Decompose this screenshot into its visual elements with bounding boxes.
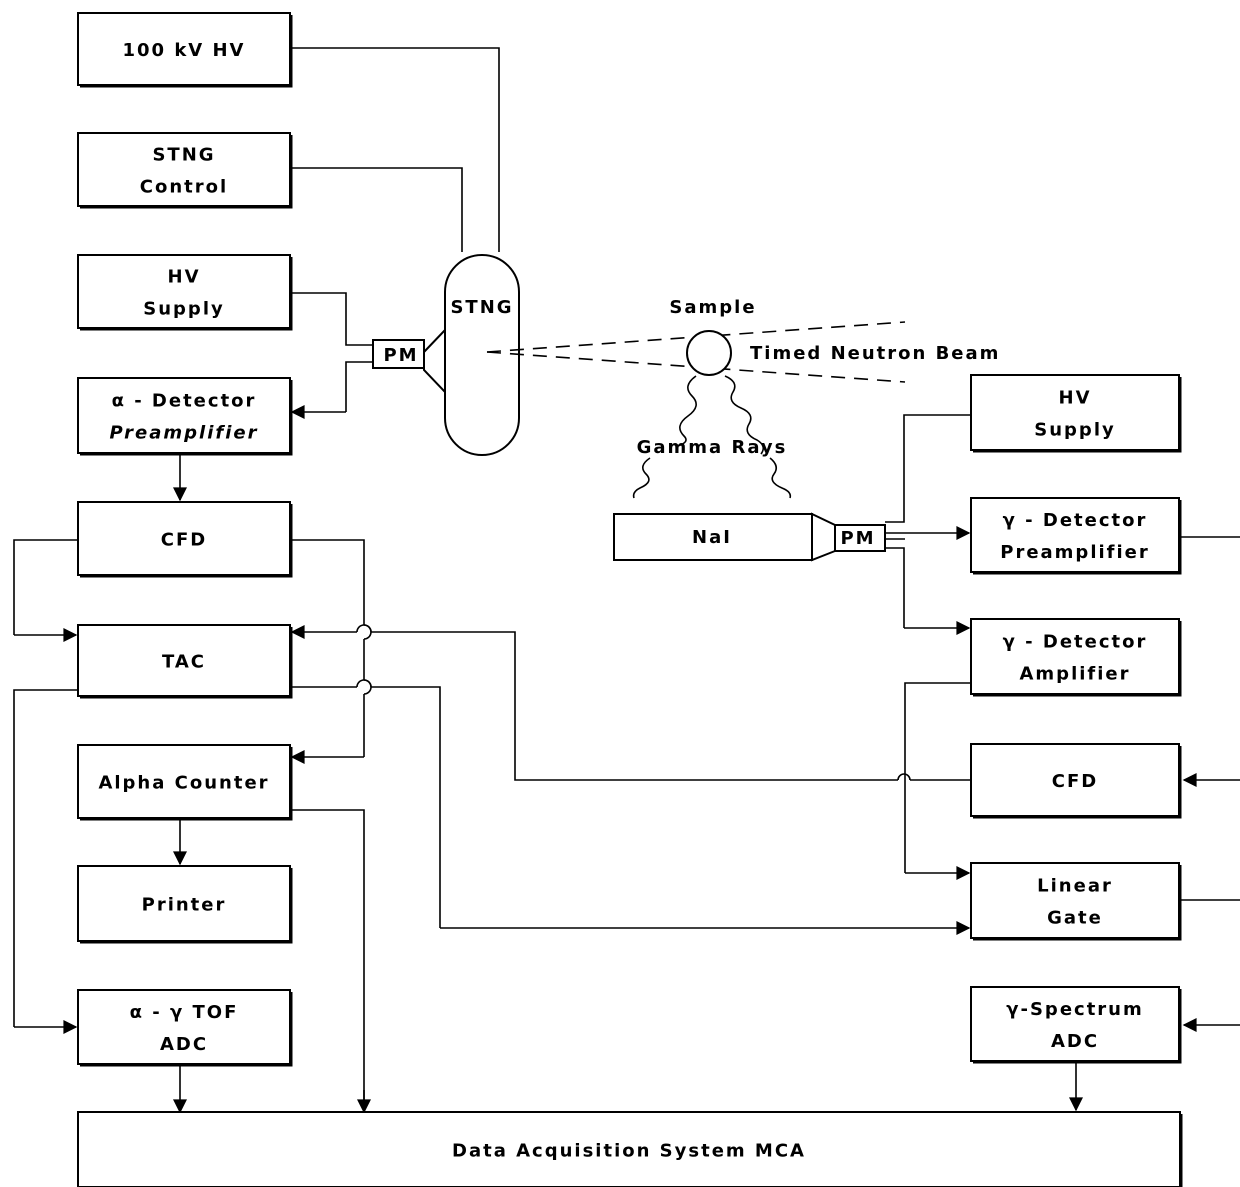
pm-tube-left: PM: [372, 327, 446, 395]
block-tac: TAC: [77, 624, 293, 699]
block-cfd-left: CFD: [77, 501, 293, 578]
pm-right-label: PM: [840, 528, 875, 549]
sample-label: Sample: [669, 297, 756, 318]
block-cfd-right: CFD: [970, 743, 1182, 819]
block-alpha-counter: Alpha Counter: [77, 744, 293, 821]
nai-label: NaI: [692, 527, 732, 548]
wires: [13, 47, 1240, 1114]
block-daq-line-1: Data Acquisition System MCA: [452, 1141, 806, 1162]
stng-generator: STNG: [444, 254, 520, 456]
block-alpha-preamp-line-1: α - Detector: [112, 391, 257, 412]
block-stng-control: STNG Control: [77, 132, 293, 209]
block-stng-control-line-1: STNG: [152, 145, 215, 166]
block-hv-supply-right-line-2: Supply: [1034, 420, 1115, 441]
block-alpha-counter-line-1: Alpha Counter: [98, 773, 269, 794]
block-cfd-left-line-1: CFD: [161, 530, 207, 551]
block-tof-adc-line-2: ADC: [160, 1034, 208, 1055]
block-gamma-preamp-line-1: γ - Detector: [1003, 510, 1148, 531]
block-printer-line-1: Printer: [142, 895, 227, 916]
block-linear-gate-line-1: Linear: [1037, 876, 1113, 897]
block-gamma-preamp-line-2: Preamplifier: [1000, 542, 1150, 563]
block-gamma-adc-line-2: ADC: [1051, 1031, 1099, 1052]
block-hv-supply-left: HV Supply: [77, 254, 293, 331]
block-tof-adc: α - γ TOF ADC: [77, 989, 293, 1067]
block-hv100: 100 kV HV: [77, 12, 293, 88]
neutron-beam: Timed Neutron Beam: [486, 321, 1000, 383]
block-daq: Data Acquisition System MCA: [77, 1111, 1183, 1187]
block-tof-adc-line-1: α - γ TOF: [130, 1002, 239, 1023]
gamma-rays: Gamma Rays: [632, 375, 792, 499]
block-hv-supply-right-line-1: HV: [1059, 388, 1092, 409]
block-tac-line-1: TAC: [162, 652, 206, 673]
block-stng-control-line-2: Control: [140, 177, 228, 198]
block-alpha-preamp-line-2: Preamplifier: [110, 423, 259, 444]
block-printer: Printer: [77, 865, 293, 944]
gamma-rays-label: Gamma Rays: [637, 437, 788, 458]
pm-left-label: PM: [383, 345, 418, 366]
block-hv100-line-1: 100 kV HV: [122, 40, 245, 61]
block-hv-supply-right: HV Supply: [970, 374, 1182, 453]
block-linear-gate-line-2: Gate: [1047, 908, 1103, 929]
block-hv-supply-left-line-2: Supply: [143, 299, 224, 320]
block-gamma-amp-line-2: Amplifier: [1020, 664, 1131, 685]
stng-label: STNG: [450, 297, 513, 318]
block-cfd-right-line-1: CFD: [1052, 771, 1098, 792]
beam-label: Timed Neutron Beam: [750, 343, 1000, 364]
block-gamma-adc-line-1: γ-Spectrum: [1006, 999, 1144, 1020]
nai-detector: NaI PM: [613, 512, 886, 562]
sample: Sample: [669, 297, 756, 376]
block-hv-supply-left-line-1: HV: [168, 267, 201, 288]
block-gamma-amp-line-1: γ - Detector: [1003, 632, 1148, 653]
